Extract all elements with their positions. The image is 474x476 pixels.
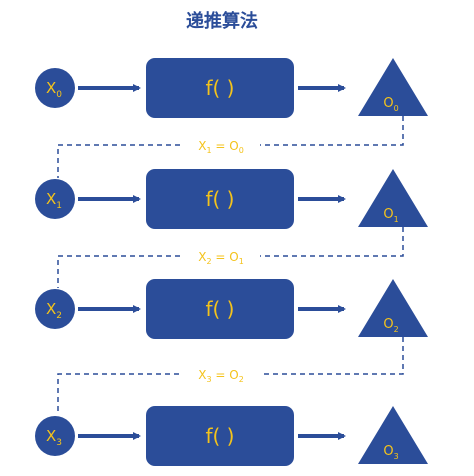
feedback-eq: = — [212, 139, 230, 153]
output-triangle — [358, 169, 428, 227]
feedback-label-bg — [182, 136, 260, 154]
feedback-lhs-base: X — [198, 250, 206, 264]
function-label: f( ) — [205, 187, 234, 211]
output-label-sub: 2 — [394, 325, 399, 334]
output-triangle — [358, 58, 428, 116]
feedback-label: X1 = O0 — [198, 139, 244, 155]
output-label: O2 — [383, 317, 398, 334]
feedback-rhs-base: O — [229, 250, 238, 264]
feedback-lhs-base: X — [198, 139, 206, 153]
input-label-base: X — [46, 190, 56, 208]
page-title: 递推算法 — [186, 10, 258, 32]
input-label-sub: 2 — [56, 311, 62, 321]
feedback-label: X3 = O2 — [198, 368, 244, 384]
feedback-label: X2 = O1 — [198, 250, 244, 266]
function-box — [146, 279, 294, 339]
input-circle — [35, 179, 75, 219]
feedback-label-bg — [182, 247, 260, 265]
function-label: f( ) — [205, 297, 234, 321]
feedback-rhs-sub: 0 — [239, 146, 244, 155]
feedback-eq: = — [212, 368, 230, 382]
feedback-rhs-base: O — [229, 139, 238, 153]
input-label: X1 — [46, 190, 62, 211]
feedback-lhs-base: X — [198, 368, 206, 382]
output-label-sub: 1 — [394, 215, 399, 224]
output-label-base: O — [383, 444, 393, 459]
output-label: O3 — [383, 444, 398, 461]
feedback-rhs-sub: 2 — [239, 375, 244, 384]
output-triangle — [358, 279, 428, 337]
feedback-lhs-sub: 2 — [206, 257, 211, 266]
input-label: X3 — [46, 427, 62, 448]
function-label: f( ) — [205, 76, 234, 100]
feedback-eq: = — [212, 250, 230, 264]
function-box — [146, 169, 294, 229]
input-circle — [35, 68, 75, 108]
output-label: O0 — [383, 96, 398, 113]
output-label-base: O — [383, 96, 393, 111]
feedback-lhs-sub: 1 — [206, 146, 211, 155]
feedback-rhs-base: O — [229, 368, 238, 382]
input-label: X0 — [46, 79, 62, 100]
input-label-sub: 3 — [56, 438, 62, 448]
output-label-base: O — [383, 207, 393, 222]
input-label-base: X — [46, 79, 56, 97]
output-label: O1 — [383, 207, 398, 224]
input-circle — [35, 416, 75, 456]
input-label-base: X — [46, 427, 56, 445]
output-label-base: O — [383, 317, 393, 332]
input-label-base: X — [46, 300, 56, 318]
output-label-sub: 0 — [394, 104, 399, 113]
feedback-label-bg — [182, 365, 260, 383]
input-label: X2 — [46, 300, 62, 321]
function-box — [146, 406, 294, 466]
input-label-sub: 1 — [56, 201, 62, 211]
input-circle — [35, 289, 75, 329]
feedback-lhs-sub: 3 — [206, 375, 211, 384]
feedback-rhs-sub: 1 — [239, 257, 244, 266]
input-label-sub: 0 — [56, 90, 62, 100]
output-label-sub: 3 — [394, 452, 399, 461]
function-label: f( ) — [205, 424, 234, 448]
function-box — [146, 58, 294, 118]
output-triangle — [358, 406, 428, 464]
